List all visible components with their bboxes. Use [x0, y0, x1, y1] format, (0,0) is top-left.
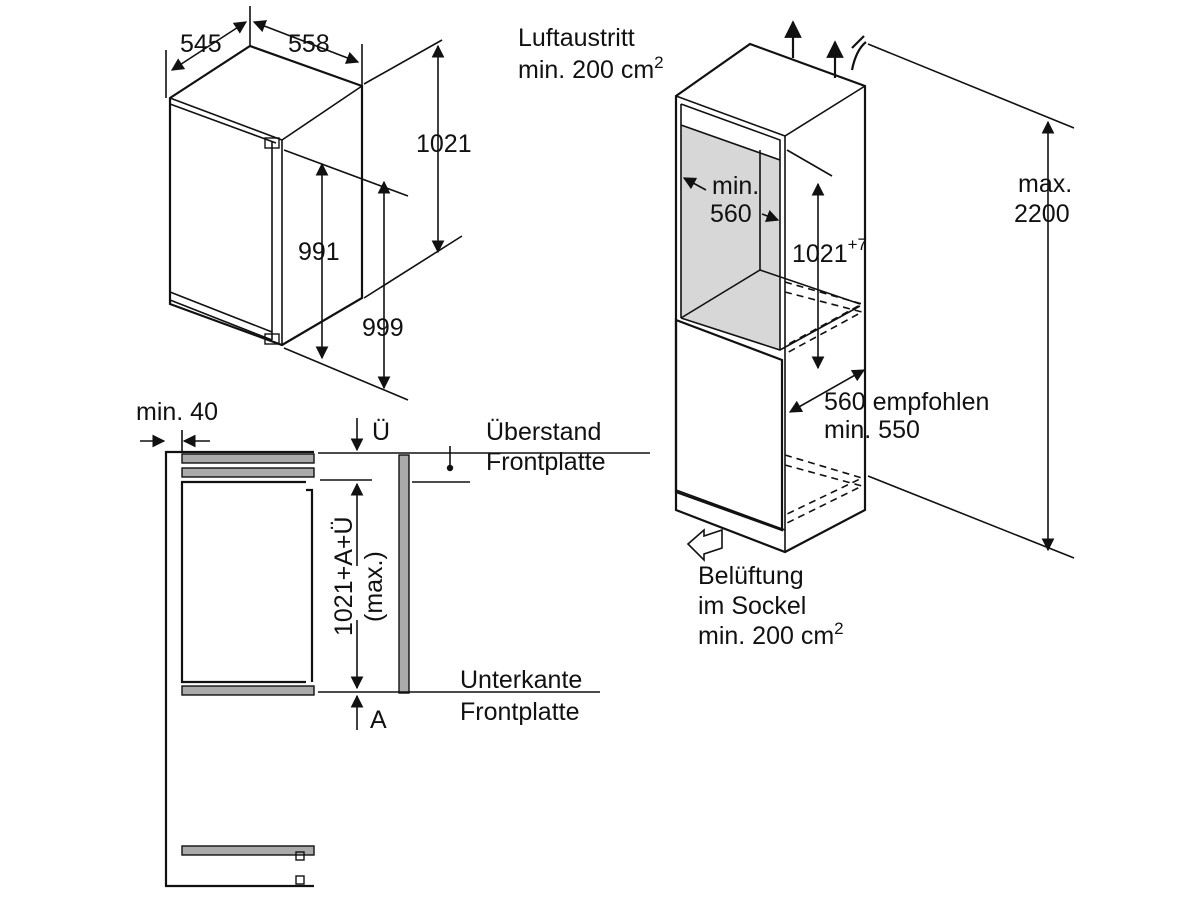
front-height-dim: [320, 479, 372, 690]
overhang-symbol: Ü: [372, 418, 390, 446]
fridge-height-total-dim: [363, 39, 463, 299]
overhang-label-1: Überstand: [486, 418, 601, 446]
lower-edge-label-1: Unterkante: [460, 666, 582, 694]
vent-label-2: im Sockel: [698, 592, 806, 620]
overhang-dim: [318, 418, 650, 483]
max-height-dim: [867, 43, 1075, 559]
fridge-depth-label: 545: [180, 30, 222, 58]
section-view: min. 40 Ü Überstand Frontplatte 1021+A+Ü…: [136, 398, 650, 888]
niche-dashed-shelves: [784, 281, 865, 525]
fridge-outline: [168, 44, 364, 347]
bottom-shelf: [181, 845, 315, 856]
gap-min-label: min. 40: [136, 398, 218, 426]
max-height-label-1: max.: [1018, 170, 1072, 198]
fridge-3d-view: 545 558 1021 991 999: [165, 6, 472, 401]
lower-edge-dim: [318, 691, 600, 730]
cabinet-side: [164, 450, 314, 888]
fridge-width-label: 558: [288, 30, 330, 58]
front-height-label-2: (max.): [360, 551, 388, 622]
air-outlet-arrows: [784, 20, 867, 78]
top-shelf-1: [181, 453, 315, 464]
niche-depth-dim: [788, 369, 866, 413]
air-outlet-label: Luftaustritt: [518, 24, 635, 52]
max-height-label-2: 2200: [1014, 200, 1070, 228]
mid-shelf: [181, 685, 315, 696]
niche-depth-label-2: min. 550: [824, 416, 920, 444]
niche-height-dim: [786, 149, 833, 370]
niche-3d-view: Luftaustritt min. 200 cm2 min. 560 1021+…: [518, 20, 1075, 650]
fridge-door-height-label: 991: [298, 238, 340, 266]
vent-label-1: Belüftung: [698, 562, 804, 590]
front-height-label-1: 1021+A+Ü: [330, 516, 358, 636]
fridge-body-height-label: 999: [362, 314, 404, 342]
lower-edge-label-2: Frontplatte: [460, 698, 580, 726]
gap-min-dim: [140, 430, 210, 452]
niche-height-label: 1021+7: [792, 235, 867, 268]
niche-width-label-1: min.: [712, 172, 759, 200]
top-shelf-2: [181, 467, 315, 478]
niche-interior: [681, 125, 780, 350]
lower-symbol: A: [370, 706, 387, 734]
vent-label-3: min. 200 cm2: [698, 619, 844, 650]
air-outlet-area-label: min. 200 cm2: [518, 53, 664, 84]
niche-cabinet: [674, 42, 867, 554]
front-panel: [398, 454, 410, 694]
fridge-body-height-dim: [283, 180, 409, 401]
fridge-top-dimensions: [165, 6, 363, 98]
niche-door-panel: [674, 318, 784, 532]
fridge-height-total-label: 1021: [416, 130, 472, 158]
base-vent-arrow: [686, 528, 723, 562]
niche-width-dim: [682, 177, 780, 222]
niche-width-label-2: 560: [710, 200, 752, 228]
overhang-label-2: Frontplatte: [486, 448, 606, 476]
niche-depth-label-1: 560 empfohlen: [824, 388, 989, 416]
appliance-body: [180, 480, 314, 684]
